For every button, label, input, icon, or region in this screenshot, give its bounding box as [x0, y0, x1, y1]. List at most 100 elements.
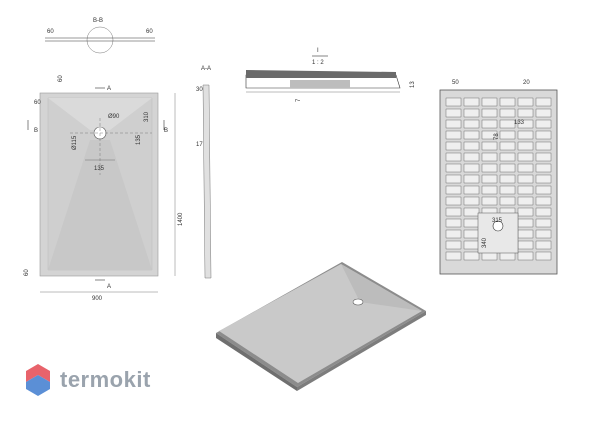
detail-scale-top: I [317, 48, 319, 54]
plan-marker-b-right: B [164, 128, 168, 134]
plan-dim-310: 310 [144, 111, 150, 122]
detail-dim-13: 13 [410, 81, 416, 88]
underside-cell [463, 152, 480, 162]
underside-cell [481, 163, 498, 173]
underside-cell [517, 218, 534, 228]
underside-cell [445, 108, 462, 118]
plan-dim-135-v: 135 [136, 134, 142, 145]
underside-cell [445, 141, 462, 151]
underside-cell [481, 119, 498, 129]
underside-cell [535, 218, 552, 228]
underside-cell [535, 207, 552, 217]
underside-cell [535, 163, 552, 173]
underside-cell [535, 97, 552, 107]
underside-cell [499, 108, 516, 118]
underside-cell [535, 119, 552, 129]
underside-cell [517, 141, 534, 151]
underside-cell [481, 185, 498, 195]
plan-marker-a-bottom: A [107, 284, 111, 290]
underside-dim-78: 78 [494, 133, 500, 140]
underside-cell [445, 119, 462, 129]
underside-cell [517, 251, 534, 261]
underside-cell [445, 174, 462, 184]
detail-dim-7: 7 [296, 98, 302, 102]
section-aa-dim-30: 30 [196, 87, 203, 93]
underside-dim-340: 340 [482, 237, 488, 248]
underside-dim-133: 133 [514, 120, 525, 126]
underside-cell [535, 229, 552, 239]
underside-cell [463, 130, 480, 140]
logo-icon [26, 364, 50, 396]
section-aa-dim-17: 17 [196, 142, 203, 148]
underside-cell [445, 207, 462, 217]
underside-cell [499, 152, 516, 162]
brand-name: termokit [60, 367, 151, 392]
plan-marker-b-left: B [34, 128, 38, 134]
underside-cell [517, 130, 534, 140]
detail-scale: 1 : 2 [312, 60, 324, 66]
plan-drain-dia: Ø90 [108, 114, 120, 120]
underside-cell [481, 196, 498, 206]
underside-cell [517, 108, 534, 118]
underside-cell [445, 240, 462, 250]
underside-cell [481, 108, 498, 118]
underside-cell [463, 218, 480, 228]
underside-cell [445, 251, 462, 261]
underside-cell [445, 97, 462, 107]
underside-cell [517, 240, 534, 250]
section-bb-label: B-B [93, 18, 103, 24]
underside-cell [463, 108, 480, 118]
underside-cell [535, 130, 552, 140]
underside-cell [517, 185, 534, 195]
section-aa-label: A-A [201, 66, 211, 72]
underside-cell [499, 119, 516, 129]
plan-height: 1400 [178, 212, 184, 226]
underside-cell [463, 207, 480, 217]
underside-cell [535, 141, 552, 151]
underside-cell [535, 251, 552, 261]
plan-dim-135-h: 135 [94, 166, 105, 172]
underside-cell [517, 229, 534, 239]
underside-cell [535, 152, 552, 162]
isometric-drain [352, 298, 364, 306]
underside-cell [499, 141, 516, 151]
underside-cell [535, 108, 552, 118]
underside-cell [499, 174, 516, 184]
underside-cell [463, 119, 480, 129]
underside-cell [463, 97, 480, 107]
underside-cell [517, 119, 534, 129]
underside-cell [535, 240, 552, 250]
plan-view: A A B B 60 60 Ø90 Ø115 310 135 135 1400 … [24, 75, 184, 302]
underside-cell [463, 229, 480, 239]
underside-cell [535, 185, 552, 195]
plan-dim-top-60: 60 [58, 75, 64, 82]
plan-drain-115: Ø115 [72, 135, 78, 150]
underside-cell [445, 163, 462, 173]
underside-cell [463, 185, 480, 195]
underside-dim-315: 315 [492, 218, 503, 224]
plan-dim-left-60: 60 [34, 100, 41, 106]
underside-dim-50: 50 [452, 80, 459, 86]
underside-cell [463, 240, 480, 250]
underside-cell [499, 97, 516, 107]
underside-view: 50 20 133 78 315 340 [439, 80, 558, 275]
underside-cell [463, 141, 480, 151]
underside-dim-20: 20 [523, 80, 530, 86]
plan-width: 900 [92, 296, 103, 302]
underside-cell [481, 97, 498, 107]
underside-cell [535, 174, 552, 184]
underside-cell [517, 163, 534, 173]
section-aa-view: A-A 30 17 [196, 66, 212, 279]
section-bb-dim-left: 60 [47, 29, 54, 35]
underside-cell [517, 207, 534, 217]
underside-cell [517, 97, 534, 107]
underside-cell [481, 130, 498, 140]
underside-cell [499, 196, 516, 206]
underside-cell [517, 196, 534, 206]
underside-cell [481, 174, 498, 184]
isometric-view [216, 262, 426, 391]
underside-cell [463, 251, 480, 261]
underside-cell [517, 152, 534, 162]
plan-dim-bottom-60: 60 [24, 269, 30, 276]
